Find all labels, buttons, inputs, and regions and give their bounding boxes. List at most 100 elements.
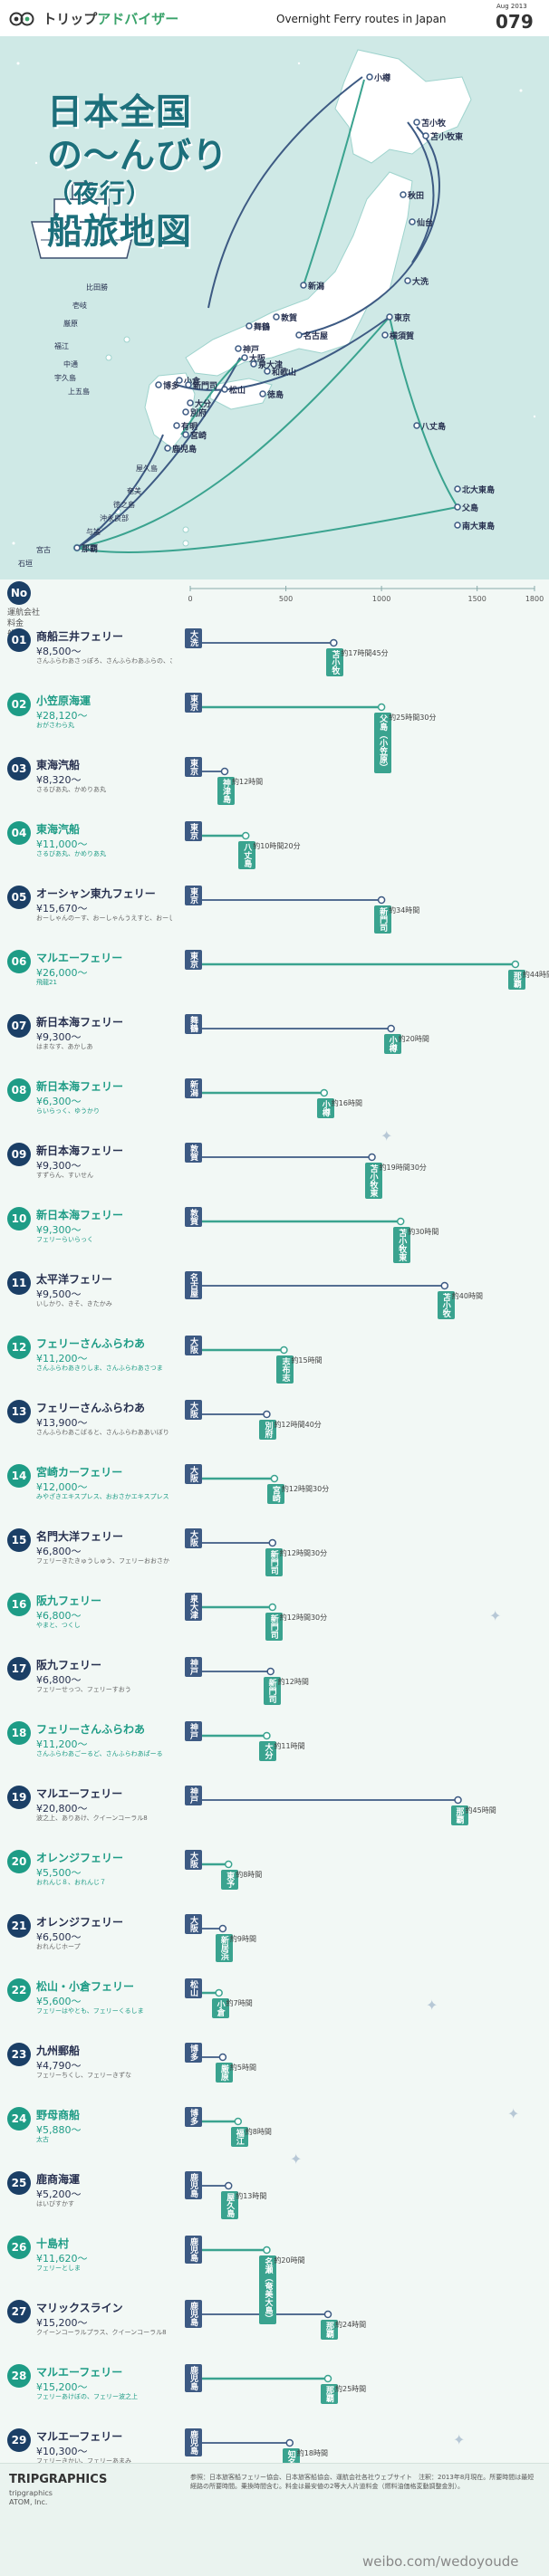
header-bar: トリップアドバイザー Overnight Ferry routes in Jap…: [0, 0, 549, 37]
title-line-4: 船旅地図: [47, 211, 193, 253]
route-number: 13: [7, 1400, 31, 1423]
route-duration: 約18時間: [296, 2449, 328, 2457]
x-tick-label: 0: [188, 595, 192, 603]
island-label: 与論: [86, 527, 101, 536]
route-duration: 約45時間: [465, 1806, 496, 1815]
route-number: 21: [7, 1914, 31, 1938]
city-dot: [454, 485, 461, 493]
route-from-port: 大阪: [185, 1850, 202, 1870]
page-subtitle: Overnight Ferry routes in Japan: [276, 13, 447, 25]
island-label: 奄美: [127, 486, 141, 495]
route-price: ¥9,300〜: [36, 1160, 82, 1172]
route-from-port: 東京: [185, 950, 202, 970]
route-number: 01: [7, 628, 31, 652]
route-from-port: 博多: [185, 2043, 202, 2063]
route-number: 09: [7, 1143, 31, 1166]
route-duration: 約13時間: [236, 2192, 267, 2200]
route-operator: マルエーフェリー: [36, 1787, 123, 1800]
route-end-dot: [330, 638, 338, 647]
route-to-port: 神津島: [217, 777, 235, 805]
route-ship: はいびすかす: [36, 2200, 74, 2207]
route-end-dot: [268, 1538, 277, 1547]
route-ship: やまと、つくし: [36, 1622, 81, 1629]
route-operator: フェリーさんふらわあ: [36, 1337, 146, 1350]
route-ship: 波之上、ありあけ、クイーンコーラル8: [36, 1815, 148, 1822]
route-duration: 約15時間: [291, 1356, 323, 1365]
route-price: ¥6,500〜: [36, 1931, 82, 1943]
route-operator: フェリーさんふらわあ: [36, 1402, 146, 1414]
route-operator: マリックスライン: [36, 2302, 123, 2314]
route-duration: 約7時間: [226, 1999, 253, 2007]
route-from-port: 泉大津: [185, 1593, 202, 1621]
route-to-port: 屋久島: [221, 2191, 239, 2219]
city-dot: [176, 377, 183, 384]
route-price: ¥15,200〜: [36, 2381, 88, 2393]
route-price: ¥9,300〜: [36, 1224, 82, 1236]
route-ship: さんふらわあきりしま、さんふらわあさつま: [36, 1365, 163, 1372]
footer-sub-1: tripgraphics: [9, 2489, 53, 2497]
footer-sub-2: ATOM, Inc.: [9, 2498, 48, 2506]
city-label: 博多: [163, 380, 179, 391]
route-duration: 約10時間20分: [253, 842, 301, 850]
island-label: 厳原: [63, 319, 78, 328]
route-number: 28: [7, 2364, 31, 2388]
route-to-port: 苫小牧: [326, 648, 344, 676]
island-label: 石垣: [18, 559, 33, 568]
route-duration: 約12時間30分: [279, 1614, 328, 1622]
route-to-port: 那覇: [321, 2320, 338, 2340]
island-label: 宮古: [36, 545, 51, 554]
star-icon: ✦: [453, 2431, 465, 2448]
city-dot: [187, 399, 194, 407]
route-line-12: [180, 357, 244, 436]
kyushu-shape: [144, 372, 196, 449]
route-price: ¥12,000〜: [36, 1481, 88, 1493]
route-to-port: 福江: [230, 2127, 248, 2147]
route-operator: 新日本海フェリー: [36, 1016, 124, 1029]
route-operator: 小笠原海運: [36, 694, 92, 707]
city-label: 神戸: [243, 344, 259, 355]
route-operator: 東海汽船: [36, 823, 81, 836]
route-lines: [76, 76, 458, 553]
route-ship: さるびあ丸、かめりあ丸: [36, 786, 106, 793]
city-label: 松山: [229, 385, 246, 396]
route-end-dot: [218, 1924, 227, 1933]
hokkaido-shape: [334, 49, 472, 164]
island-label: 上五島: [68, 387, 90, 396]
route-line-05: [176, 316, 390, 391]
city-label: 敦賀: [281, 312, 297, 323]
route-number: 02: [7, 693, 31, 716]
star-icon: ✦: [290, 2150, 302, 2168]
title-line-3: （夜行）: [47, 178, 153, 208]
route-to-port: 新門司: [263, 1677, 281, 1705]
brand-logo[interactable]: トリップアドバイザー: [9, 9, 178, 28]
route-end-dot: [377, 895, 386, 905]
city-dot: [264, 368, 271, 375]
route-duration: 約24時間: [335, 2321, 367, 2329]
route-number: 24: [7, 2107, 31, 2131]
footer: TRIPGRAPHICS tripgraphics ATOM, Inc. 参照：…: [0, 2463, 549, 2576]
route-ship: さんふらわあこばると、さんふらわああいぼり: [36, 1429, 169, 1436]
route-from-port: 新潟: [185, 1078, 202, 1098]
island-label: 屋久島: [136, 464, 158, 473]
route-duration: 約44時間30分: [522, 971, 549, 979]
route-operator: フェリーさんふらわあ: [36, 1723, 146, 1736]
route-operator: 商船三井フェリー: [36, 630, 124, 643]
city-dot: [246, 322, 253, 330]
route-number: 22: [7, 1978, 31, 2002]
route-price: ¥8,500〜: [36, 646, 82, 657]
route-number: 11: [7, 1271, 31, 1295]
route-duration: 約34時間: [389, 906, 420, 915]
route-end-dot: [268, 1603, 277, 1612]
route-to-port: 新居浜: [215, 1934, 233, 1962]
city-label: 名古屋: [303, 330, 328, 341]
route-number: 05: [7, 886, 31, 909]
footer-notes: 参照：日本旅客船フェリー協会、日本旅客船協会、運航会社各社ウェブサイト 注釈：2…: [190, 2474, 535, 2490]
route-from-port: 大阪: [185, 1400, 202, 1420]
